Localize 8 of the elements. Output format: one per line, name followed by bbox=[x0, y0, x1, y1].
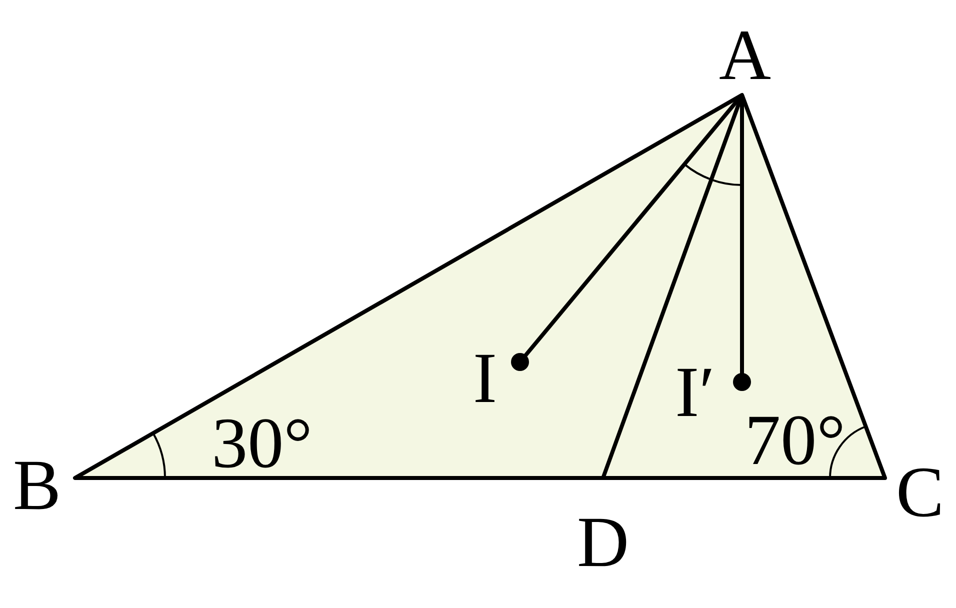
point-label: I′ bbox=[675, 356, 715, 428]
point-label: C bbox=[896, 456, 944, 528]
point-label: I bbox=[473, 342, 497, 414]
point-label: 30° bbox=[212, 407, 312, 479]
point-label: D bbox=[577, 506, 629, 578]
point-label: B bbox=[12, 449, 62, 521]
point-label: 70° bbox=[744, 404, 846, 476]
point-label: A bbox=[719, 19, 771, 91]
